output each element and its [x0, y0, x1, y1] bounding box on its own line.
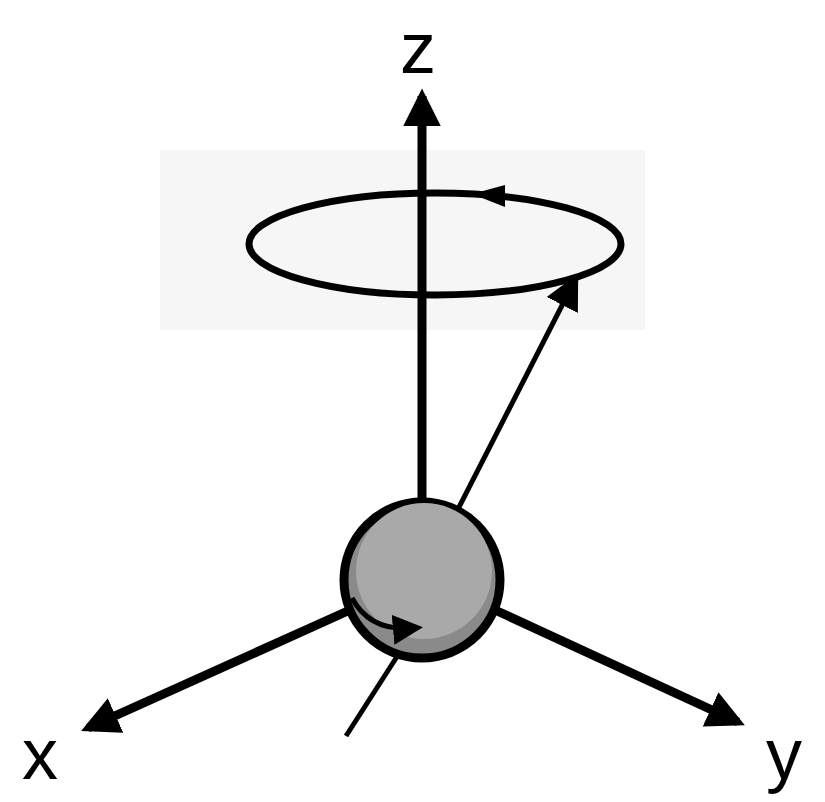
x-axis — [88, 610, 350, 728]
spin-vector — [455, 280, 575, 515]
particle-sphere — [344, 502, 500, 658]
sphere-highlight — [356, 503, 492, 639]
z-axis — [418, 96, 427, 505]
spin-axis-tail — [346, 655, 398, 736]
precession-arrowhead — [472, 185, 505, 207]
axis-label: z — [400, 12, 436, 84]
y-axis — [495, 610, 738, 722]
axis-label: x — [22, 718, 58, 790]
background-panel — [160, 150, 645, 330]
precession-path — [249, 193, 621, 295]
axis-label: y — [766, 718, 802, 790]
spin-rotation-arrow — [352, 598, 414, 628]
